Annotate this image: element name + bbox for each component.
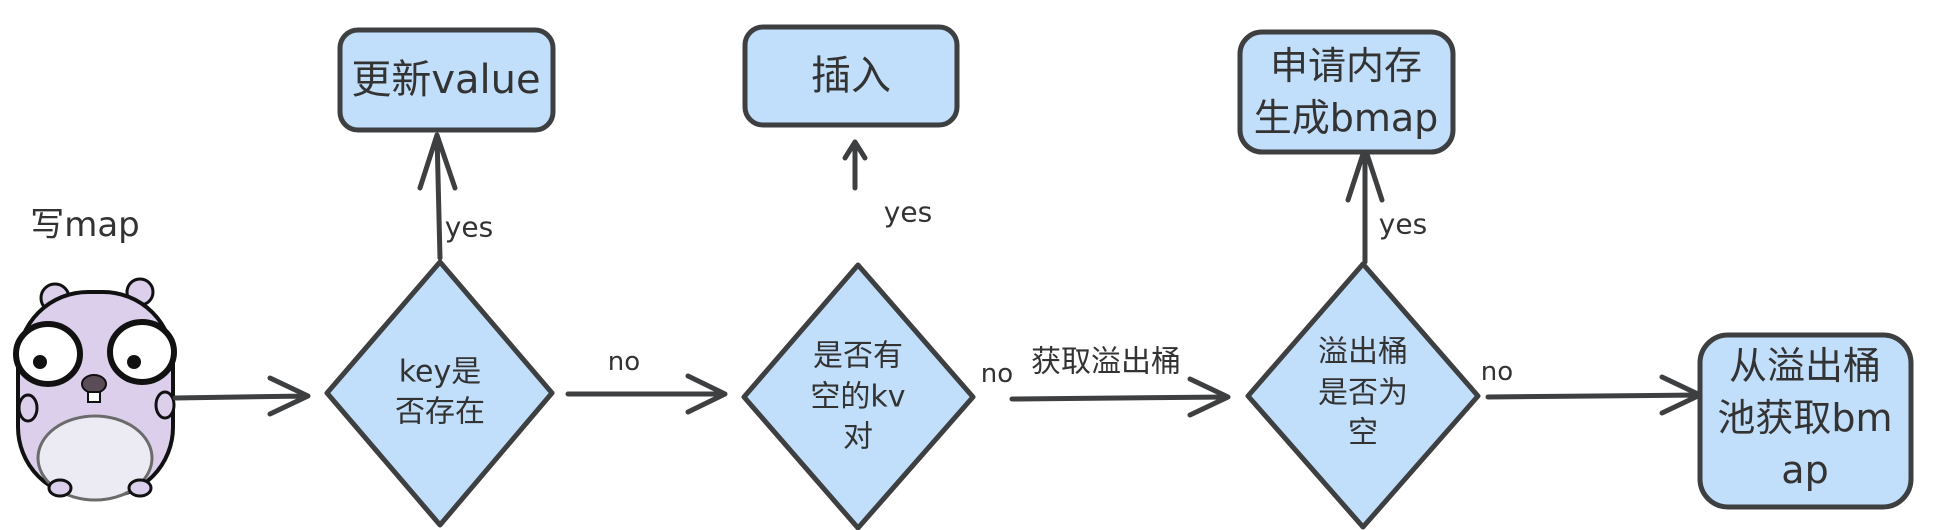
edge-label-overflow-yes: yes — [1379, 208, 1427, 241]
node-insert-line-1: 插入 — [811, 53, 891, 99]
node-alloc-bmap-line-2: 生成bmap — [1254, 96, 1439, 140]
node-key-exists: key是 否存在 — [324, 259, 555, 528]
node-alloc-bmap-line-1: 申请内存 — [1270, 44, 1422, 88]
node-alloc-bmap: 申请内存 生成bmap — [1237, 29, 1456, 155]
arrow-key-to-update — [417, 132, 458, 261]
node-key-exists-line-1: key是 — [399, 355, 482, 390]
node-get-from-pool-line-1: 从溢出桶 — [1729, 344, 1881, 388]
node-overflow-empty: 溢出桶 是否为 空 — [1245, 261, 1481, 530]
node-empty-kv: 是否有 空的kv 对 — [741, 262, 976, 530]
node-overflow-empty-line-2: 是否为 — [1318, 376, 1408, 411]
node-update-value-line-1: 更新value — [351, 57, 540, 103]
node-overflow-empty-line-3: 空 — [1348, 416, 1378, 451]
edge-label-kv-yes: yes — [884, 196, 932, 229]
node-overflow-empty-line-1: 溢出桶 — [1318, 335, 1408, 370]
node-get-from-pool: 从溢出桶 池获取bm ap — [1697, 332, 1914, 510]
node-get-from-pool-line-2: 池获取bm — [1717, 396, 1892, 440]
arrow-key-to-kv — [565, 373, 728, 415]
node-empty-kv-line-3: 对 — [843, 420, 873, 455]
edge-label-overflow-no: no — [1481, 357, 1513, 387]
node-insert: 插入 — [742, 24, 960, 128]
node-update-value: 更新value — [337, 27, 556, 133]
flow-arrows — [172, 132, 1703, 418]
gopher-mascot-icon — [13, 277, 177, 502]
arrow-overflow-to-alloc — [1345, 145, 1385, 265]
arrow-gopher-to-key — [172, 375, 311, 417]
arrow-overflow-to-pool — [1485, 374, 1703, 416]
edge-label-get-overflow: 获取溢出桶 — [1031, 345, 1181, 380]
edge-label-kv-no: no — [981, 359, 1013, 389]
arrow-kv-to-insert — [842, 139, 868, 191]
edge-label-key-yes: yes — [445, 211, 493, 244]
node-key-exists-line-2: 否存在 — [395, 395, 485, 430]
gopher-caption: 写map — [30, 205, 140, 245]
node-get-from-pool-line-3: ap — [1781, 448, 1828, 492]
arrow-kv-to-overflow — [1009, 376, 1231, 418]
edge-label-key-no: no — [608, 347, 640, 377]
node-empty-kv-line-1: 是否有 — [813, 339, 903, 374]
node-empty-kv-line-2: 空的kv — [810, 380, 905, 415]
